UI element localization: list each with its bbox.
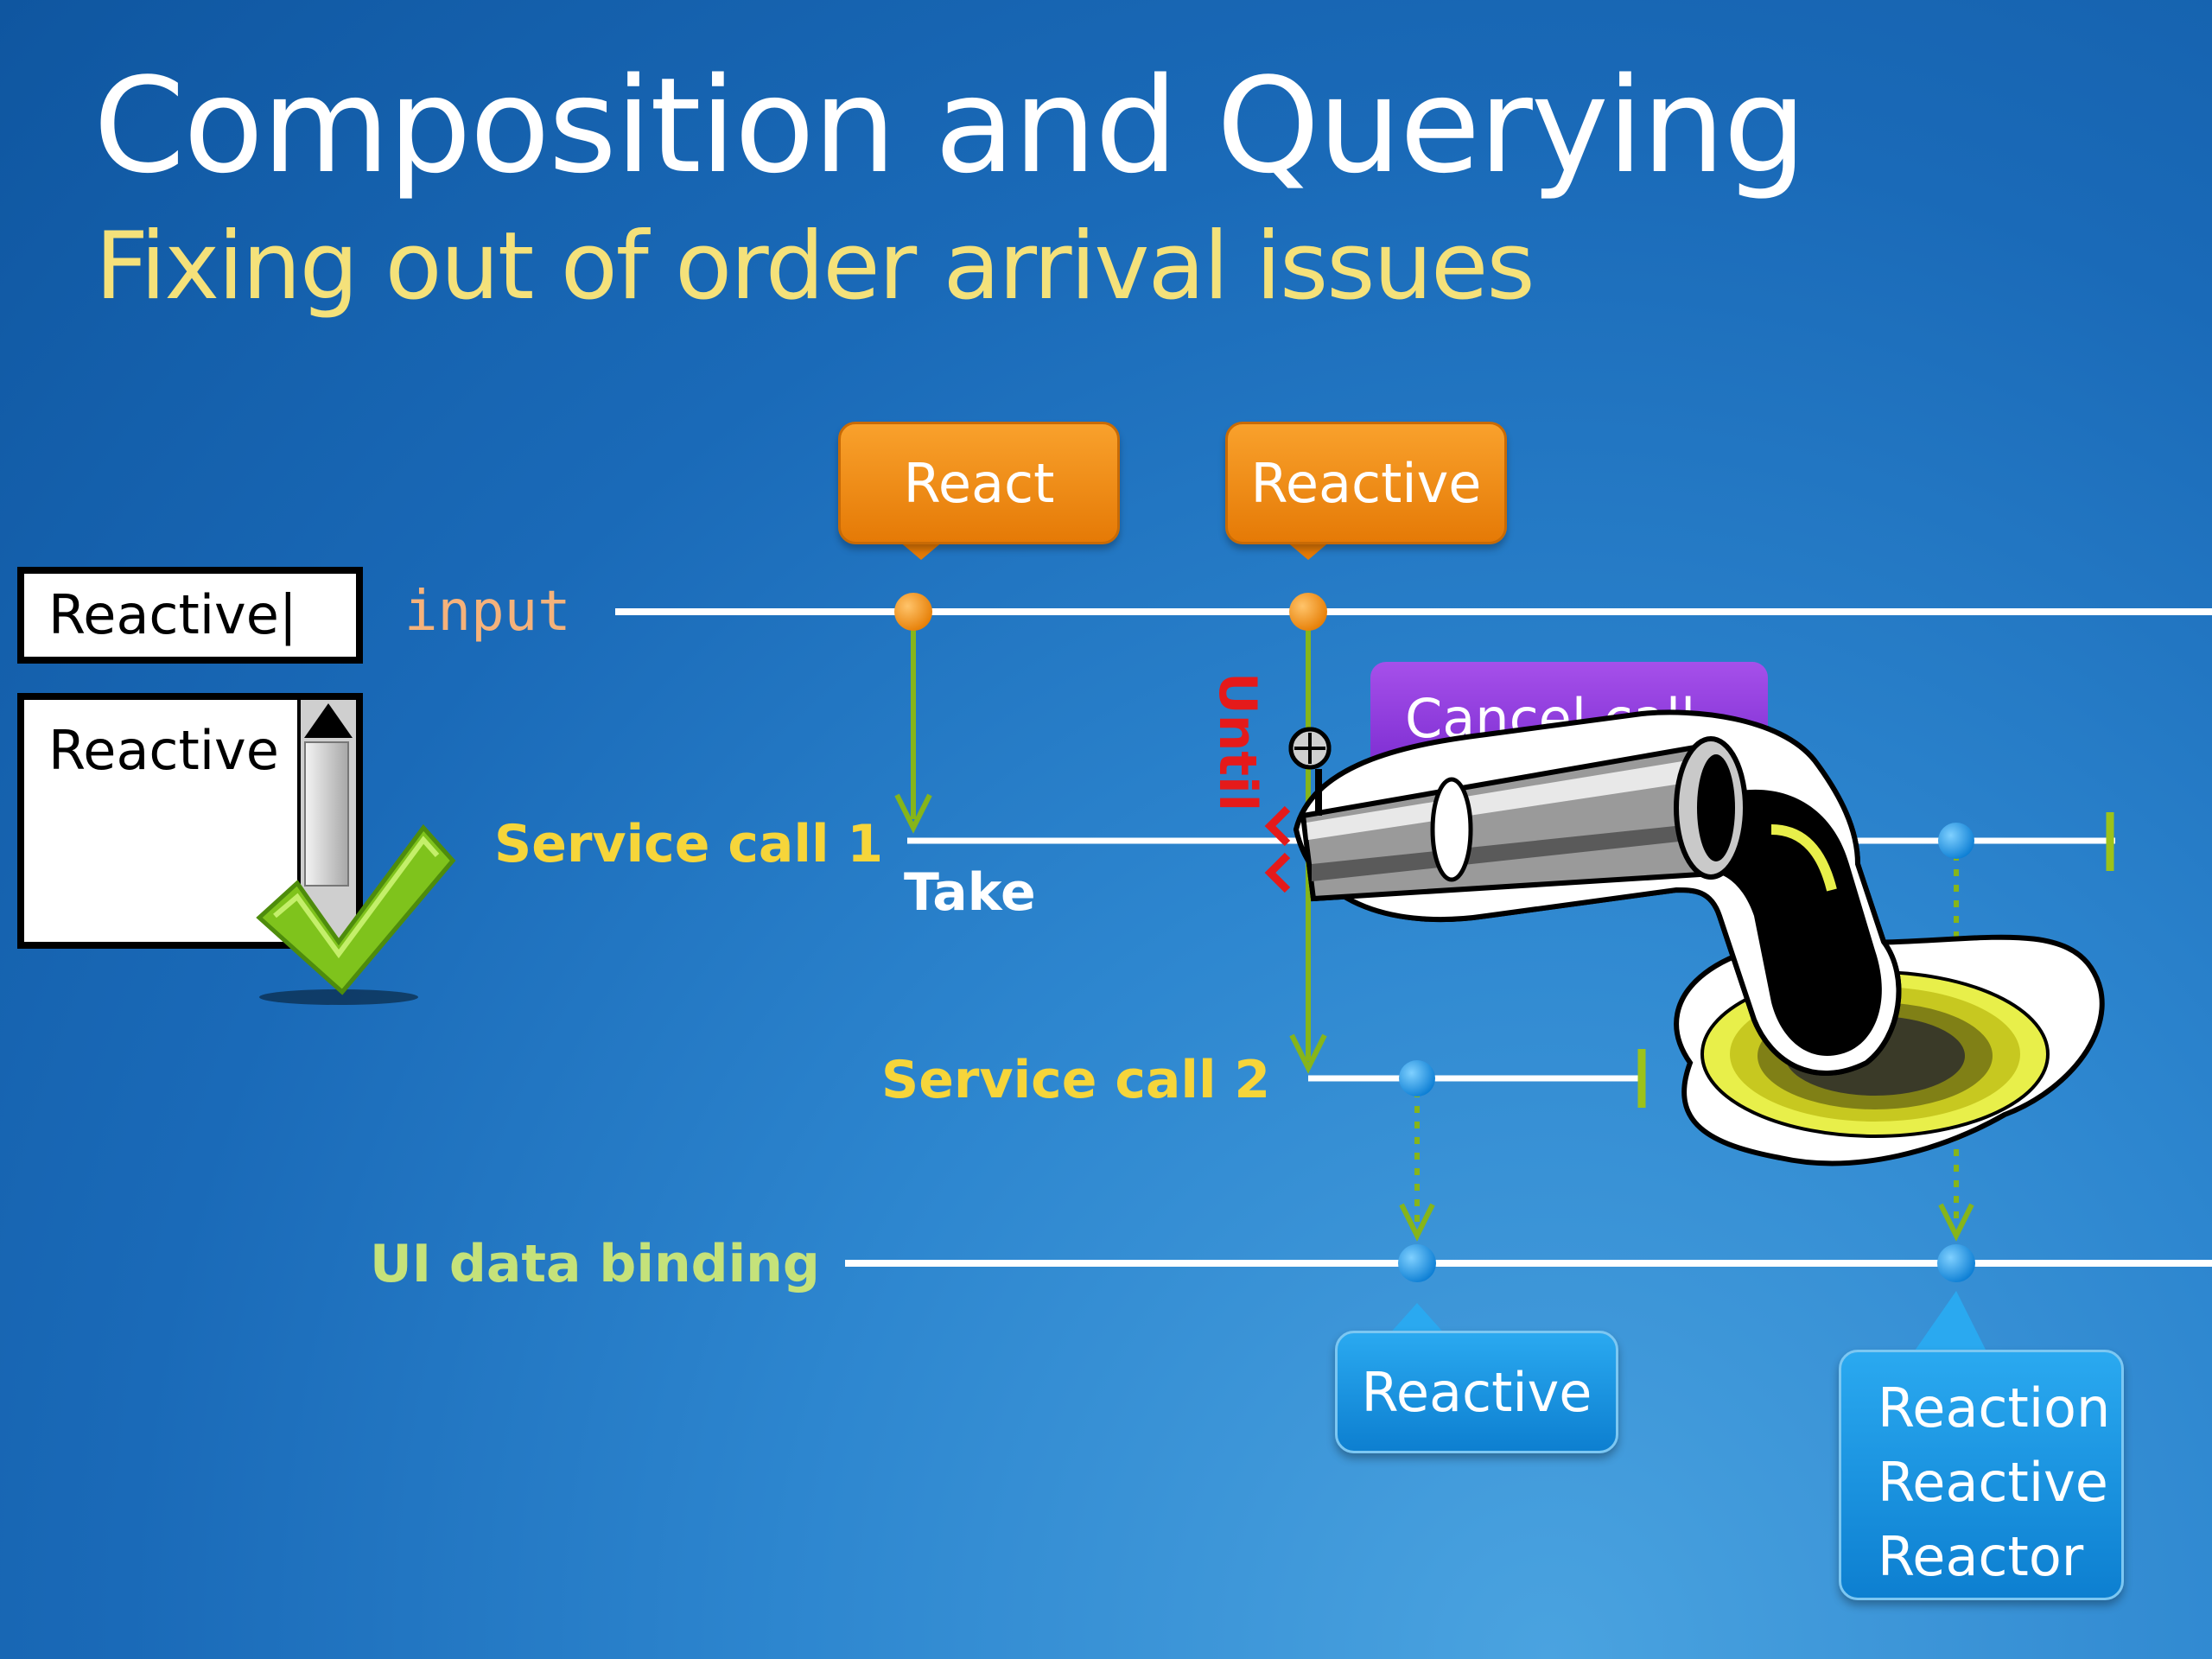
arrow-head-service-1 [894, 793, 932, 834]
listbox-item[interactable]: Reactive [48, 719, 279, 782]
callout-input-react: React [838, 422, 1120, 544]
callout-pointer-reactive [1286, 541, 1331, 560]
ui-binding-label: UI data binding [370, 1234, 820, 1294]
callout-output-list: Reaction Reactive Reactor [1839, 1350, 2124, 1600]
cut-mark-icon [1264, 805, 1291, 893]
service-call-1-label: Service call 1 [494, 814, 884, 874]
dotted-arrow-head-2 [1938, 1203, 1974, 1242]
marble-input-react [894, 593, 932, 631]
checkmark-icon [256, 824, 456, 1005]
service-call-2-label: Service call 2 [881, 1050, 1271, 1110]
dotted-arrow-head-1 [1399, 1203, 1435, 1242]
callout-list-item: Reactive [1878, 1451, 2108, 1514]
scroll-thumb[interactable] [304, 741, 349, 887]
input-lane-label: input [404, 580, 571, 644]
arrow-head-service-2 [1289, 1033, 1327, 1074]
slide-subtitle: Fixing out of order arrival issues [95, 213, 1535, 321]
take-operator-label: Take [904, 862, 1036, 923]
checkmark-overlay [256, 824, 456, 1005]
callout-list-item: Reactor [1878, 1525, 2084, 1588]
pipe-overlay-icon [1288, 709, 1902, 1076]
until-operator-label: Until [1207, 672, 1268, 812]
slide-title: Composition and Querying [93, 49, 1807, 202]
marble-service-2-result [1399, 1060, 1435, 1096]
callout-pointer-ui-1 [1388, 1303, 1446, 1336]
callout-input-reactive: Reactive [1225, 422, 1507, 544]
callout-pointer-react [899, 541, 944, 560]
callout-list-item: Reaction [1878, 1376, 2111, 1440]
callout-output-reactive: Reactive [1335, 1331, 1618, 1453]
marble-input-reactive [1289, 593, 1327, 631]
callout-pointer-ui-2 [1913, 1291, 1987, 1353]
scroll-up-arrow-icon[interactable] [304, 703, 353, 738]
listbox-scrollbar[interactable] [297, 700, 356, 942]
marble-ui-2 [1937, 1244, 1975, 1282]
results-listbox[interactable]: Reactive [17, 693, 363, 949]
marble-service-1-result [1938, 823, 1974, 859]
marble-ui-1 [1398, 1244, 1436, 1282]
search-textbox[interactable]: Reactive| [17, 567, 363, 664]
